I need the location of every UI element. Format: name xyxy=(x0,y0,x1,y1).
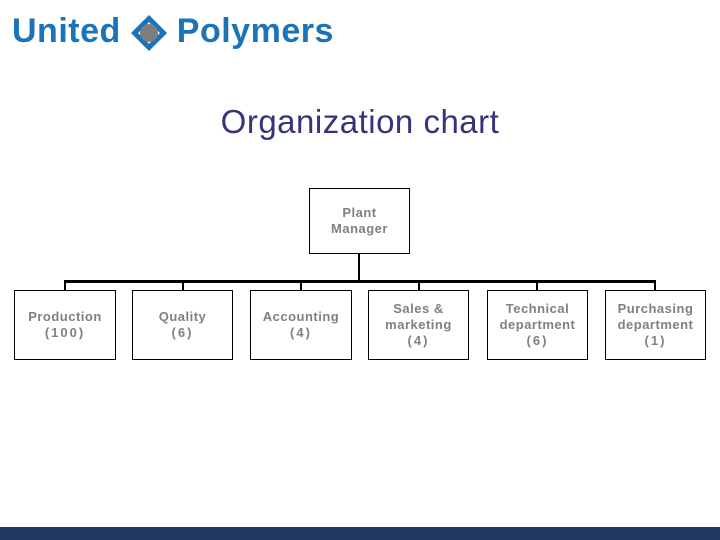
org-node-headcount: (100) xyxy=(44,325,86,340)
company-logo: United Polymers xyxy=(12,12,334,52)
logo-word-united: United xyxy=(12,12,121,50)
org-node-label: Sales & xyxy=(393,301,444,316)
org-node-label: Quality xyxy=(158,309,207,324)
org-node-headcount: (4) xyxy=(290,325,312,340)
page-title: Organization chart xyxy=(220,103,500,140)
org-node-label: department xyxy=(617,317,694,332)
connector-drop-purchasing xyxy=(654,281,656,291)
org-node-purchasing-department: Purchasing department (1) xyxy=(605,290,706,360)
org-node-label: Plant xyxy=(342,205,377,220)
connector-root-drop xyxy=(358,254,360,282)
org-node-production: Production (100) xyxy=(14,290,116,360)
org-node-label: Manager xyxy=(331,221,388,236)
org-node-sales-marketing: Sales & marketing (4) xyxy=(368,290,469,360)
footer-bar xyxy=(0,527,720,540)
connector-drop-sales-marketing xyxy=(418,281,420,291)
org-node-headcount: (4) xyxy=(407,333,430,348)
org-node-label: department xyxy=(499,317,576,332)
connector-drop-production xyxy=(64,281,66,291)
org-node-accounting: Accounting (4) xyxy=(250,290,352,360)
logo-word-polymers: Polymers xyxy=(176,12,334,50)
org-node-label: Purchasing xyxy=(617,301,694,316)
connector-drop-technical xyxy=(536,281,538,291)
org-node-label: Technical xyxy=(505,301,570,316)
org-node-label: marketing xyxy=(385,317,452,332)
org-node-headcount: (6) xyxy=(526,333,549,348)
connector-drop-accounting xyxy=(300,281,302,291)
org-node-headcount: (1) xyxy=(644,333,667,348)
org-node-label: Accounting xyxy=(262,309,340,324)
org-node-quality: Quality (6) xyxy=(132,290,233,360)
org-node-label: Production xyxy=(28,309,102,324)
connector-rail xyxy=(64,280,656,283)
org-node-technical-department: Technical department (6) xyxy=(487,290,588,360)
org-node-headcount: (6) xyxy=(171,325,194,340)
logo-diamond-icon xyxy=(130,14,168,52)
connector-drop-quality xyxy=(182,281,184,291)
org-node-plant-manager: Plant Manager xyxy=(309,188,410,254)
